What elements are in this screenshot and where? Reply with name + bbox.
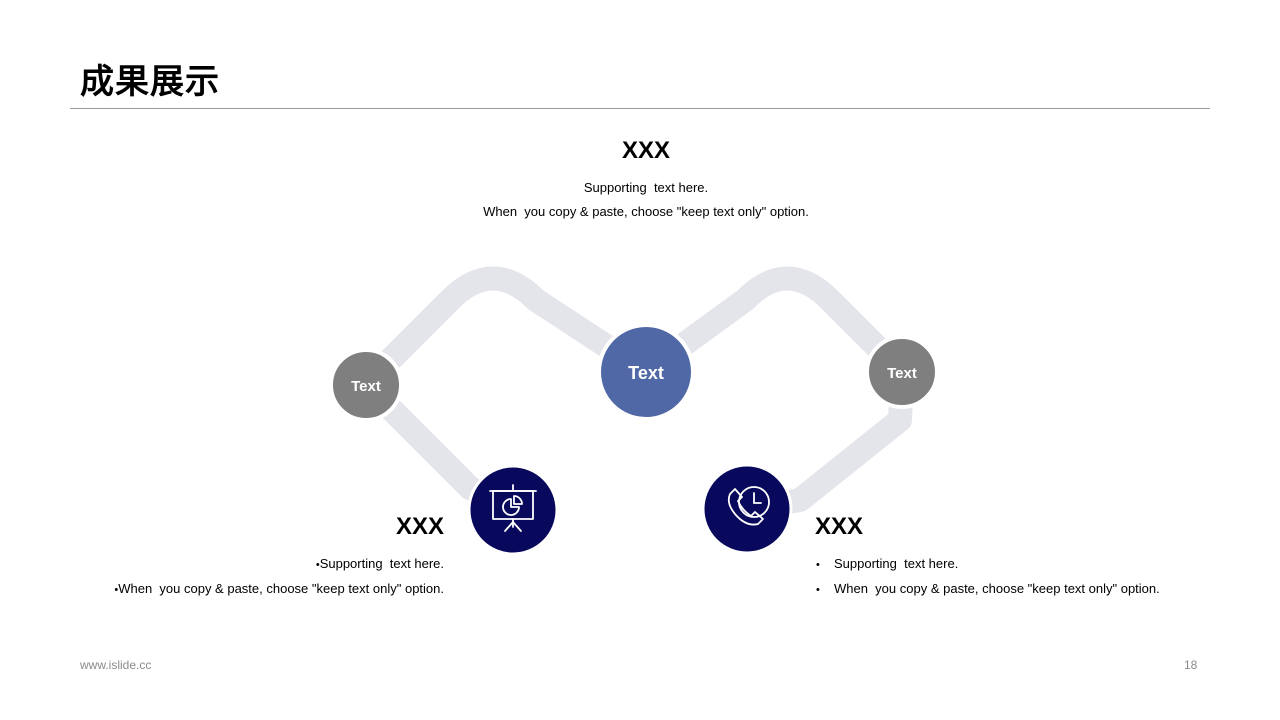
slide-title: 成果展示 bbox=[80, 62, 220, 102]
phone-clock-icon bbox=[701, 463, 793, 555]
center-node-label: Text bbox=[628, 363, 664, 383]
left-heading: XXX bbox=[396, 513, 445, 540]
list-item: Supporting text here. bbox=[100, 552, 444, 577]
top-text-line: When you copy & paste, choose "keep text… bbox=[483, 204, 809, 219]
right-bullet-list: Supporting text here. When you copy & pa… bbox=[816, 552, 1160, 602]
left-node bbox=[329, 348, 403, 422]
center-node bbox=[597, 323, 695, 421]
list-item: Supporting text here. bbox=[816, 552, 1160, 577]
right-node bbox=[865, 335, 939, 409]
title-divider bbox=[70, 108, 1210, 109]
top-supporting-text: Supporting text here. When you copy & pa… bbox=[0, 176, 1280, 224]
page-number: 18 bbox=[1184, 658, 1198, 672]
right-heading: XXX bbox=[815, 513, 864, 540]
right-node-label: Text bbox=[887, 365, 917, 382]
top-heading: XXX bbox=[621, 137, 671, 164]
left-bullet-list: Supporting text here. When you copy & pa… bbox=[100, 552, 444, 602]
presentation-chart-icon bbox=[467, 464, 559, 556]
list-item: When you copy & paste, choose "keep text… bbox=[100, 577, 444, 602]
left-node-label: Text bbox=[351, 378, 381, 395]
list-item: When you copy & paste, choose "keep text… bbox=[816, 577, 1160, 602]
top-text-line: Supporting text here. bbox=[583, 180, 709, 195]
footer-url: www.islide.cc bbox=[80, 658, 152, 672]
